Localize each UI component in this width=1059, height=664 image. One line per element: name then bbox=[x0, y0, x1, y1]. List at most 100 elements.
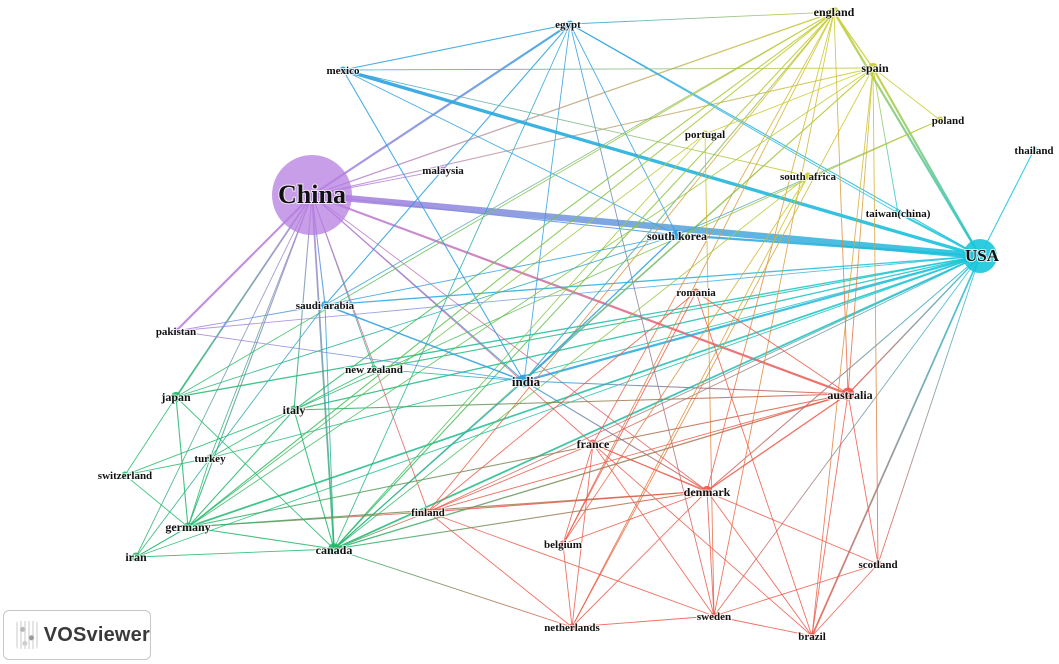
link-italy-new_zealand bbox=[293, 368, 375, 411]
label-brazil: brazil bbox=[798, 631, 826, 643]
link-egypt-saudi_arabia bbox=[324, 23, 571, 306]
link-usa-turkey bbox=[209, 255, 981, 459]
node-france[interactable] bbox=[588, 439, 598, 449]
link-mexico-south_africa bbox=[342, 69, 809, 177]
link-usa-scotland bbox=[877, 255, 981, 565]
node-germany[interactable] bbox=[183, 522, 193, 532]
link-saudi_arabia-pakistan bbox=[175, 304, 326, 332]
node-india[interactable] bbox=[517, 374, 531, 388]
node-thailand[interactable] bbox=[1030, 146, 1038, 154]
link-china-spain bbox=[311, 67, 874, 196]
link-usa-south_korea bbox=[675, 233, 982, 258]
node-south-korea[interactable] bbox=[671, 229, 683, 241]
link-china-germany bbox=[187, 194, 313, 528]
node-usa[interactable] bbox=[963, 239, 997, 273]
link-england-france bbox=[592, 11, 835, 445]
node-egypt[interactable] bbox=[566, 20, 574, 28]
label-scotland: scotland bbox=[858, 559, 897, 571]
link-mexico-spain bbox=[342, 67, 874, 71]
label-south-africa: south africa bbox=[780, 171, 836, 183]
link-australia-finland bbox=[427, 393, 849, 513]
link-china-australia bbox=[310, 193, 850, 396]
node-finland[interactable] bbox=[424, 508, 432, 516]
link-mexico-south_korea bbox=[342, 69, 678, 236]
link-china-france bbox=[311, 194, 594, 445]
link-france-finland bbox=[427, 443, 594, 513]
label-china: China bbox=[278, 180, 346, 209]
node-australia[interactable] bbox=[841, 387, 855, 401]
label-egypt: egypt bbox=[555, 19, 581, 31]
node-spain[interactable] bbox=[867, 62, 879, 74]
node-saudi-arabia[interactable] bbox=[321, 301, 329, 309]
node-iran[interactable] bbox=[131, 552, 141, 562]
link-england-japan bbox=[175, 11, 835, 398]
node-china[interactable] bbox=[272, 155, 352, 235]
link-china-egypt bbox=[310, 22, 572, 197]
label-canada: canada bbox=[316, 543, 353, 557]
link-egypt-england bbox=[569, 11, 835, 25]
node-brazil[interactable] bbox=[808, 632, 816, 640]
node-turkey[interactable] bbox=[206, 454, 214, 462]
link-saudi_arabia-canada bbox=[324, 304, 335, 550]
node-poland[interactable] bbox=[936, 116, 944, 124]
label-france: france bbox=[577, 437, 610, 451]
node-mexico[interactable] bbox=[339, 66, 347, 74]
node-south-africa[interactable] bbox=[804, 172, 812, 180]
link-england-india bbox=[523, 11, 835, 382]
link-germany-japan bbox=[175, 396, 189, 528]
node-portugal[interactable] bbox=[701, 130, 709, 138]
node-scotland[interactable] bbox=[874, 560, 882, 568]
label-portugal: portugal bbox=[685, 129, 725, 141]
label-sweden: sweden bbox=[697, 611, 731, 623]
link-china-japan bbox=[175, 194, 313, 398]
node-sweden[interactable] bbox=[710, 612, 718, 620]
link-mexico-india bbox=[342, 69, 525, 382]
node-japan[interactable] bbox=[170, 391, 182, 403]
label-romania: romania bbox=[676, 287, 716, 299]
node-netherlands[interactable] bbox=[568, 623, 576, 631]
link-egypt-canada bbox=[333, 23, 571, 550]
link-england-australia bbox=[833, 11, 849, 395]
link-usa-australia bbox=[847, 255, 981, 395]
link-france-sweden bbox=[592, 443, 715, 617]
node-new-zealand[interactable] bbox=[370, 365, 378, 373]
link-france-brazil bbox=[592, 443, 813, 637]
link-china-turkey bbox=[209, 194, 313, 459]
link-china-south_korea bbox=[311, 194, 678, 236]
link-germany-switzerland bbox=[124, 474, 189, 528]
node-switzerland[interactable] bbox=[121, 471, 129, 479]
label-turkey: turkey bbox=[194, 453, 226, 465]
link-poland-italy bbox=[293, 119, 941, 411]
node-canada[interactable] bbox=[328, 543, 340, 555]
link-japan-switzerland bbox=[124, 396, 177, 476]
link-england-finland bbox=[427, 11, 835, 513]
link-france-netherlands bbox=[571, 443, 594, 628]
link-canada-germany bbox=[187, 526, 335, 550]
link-usa-saudi_arabia bbox=[324, 255, 981, 306]
label-thailand: thailand bbox=[1014, 145, 1053, 157]
node-pakistan[interactable] bbox=[172, 327, 180, 335]
link-australia-canada bbox=[333, 393, 849, 550]
link-finland-sweden bbox=[427, 511, 715, 617]
link-canada-italy bbox=[293, 409, 335, 550]
node-england[interactable] bbox=[828, 6, 840, 18]
node-denmark[interactable] bbox=[701, 485, 713, 497]
node-belgium[interactable] bbox=[559, 540, 567, 548]
link-denmark-netherlands bbox=[571, 490, 708, 628]
link-egypt-taiwan bbox=[569, 23, 899, 214]
node-italy[interactable] bbox=[289, 405, 299, 415]
link-usa-new_zealand bbox=[373, 255, 981, 370]
link-england-canada bbox=[333, 11, 835, 550]
app-name: VOSviewer bbox=[43, 623, 150, 646]
link-india-new_zealand bbox=[373, 368, 525, 382]
node-malaysia[interactable] bbox=[439, 166, 447, 174]
node-romania[interactable] bbox=[692, 288, 700, 296]
node-taiwan[interactable] bbox=[894, 209, 902, 217]
link-spain-portugal bbox=[704, 67, 874, 135]
link-usa-france bbox=[592, 255, 981, 445]
link-sweden-scotland bbox=[713, 563, 879, 617]
link-spain-australia bbox=[847, 67, 874, 395]
label-new-zealand: new zealand bbox=[345, 364, 403, 376]
